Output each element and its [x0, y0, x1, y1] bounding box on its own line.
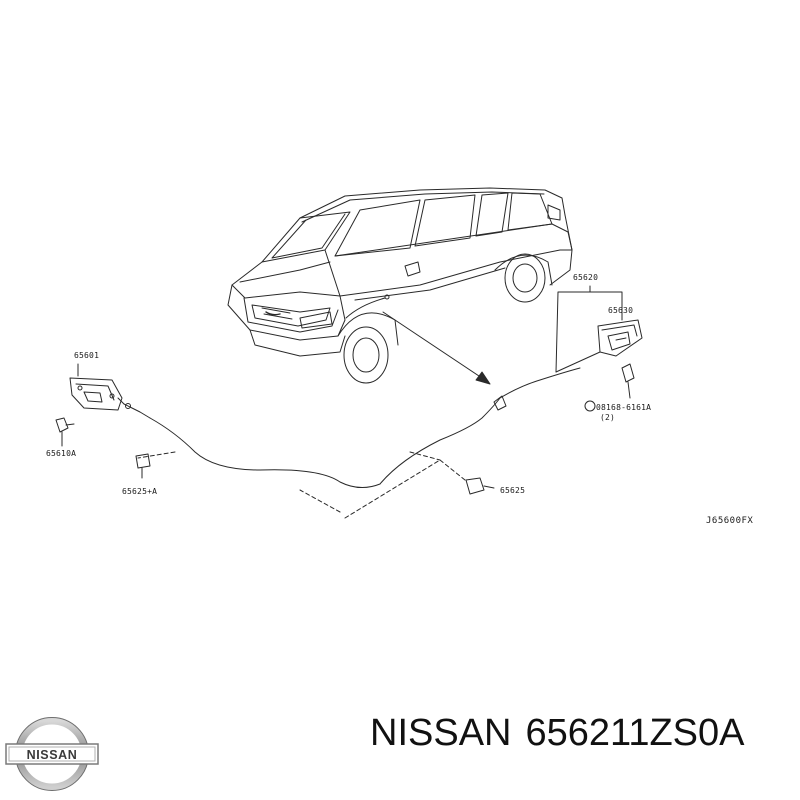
nissan-logo-text: NISSAN	[27, 748, 78, 762]
part-label-65625: 65625	[500, 486, 526, 495]
part-label-65620: 65620	[573, 273, 599, 282]
hood-release-diagram	[55, 187, 643, 519]
part-title: NISSAN 656211ZS0A	[370, 712, 795, 755]
hood-release-cable	[123, 367, 581, 519]
part-label-65601: 65601	[74, 351, 100, 360]
part-number: 656211ZS0A	[525, 712, 745, 754]
brand-name: NISSAN	[370, 712, 512, 754]
release-handle-assembly	[555, 285, 643, 412]
part-label-quantity: (2)	[600, 413, 616, 422]
part-label-65625a: 65625+A	[122, 487, 158, 496]
nissan-logo: NISSAN	[4, 716, 100, 792]
part-label-65630: 65630	[608, 306, 634, 315]
part-label-65610a: 65610A	[46, 449, 77, 458]
part-label-08168-6161a: 08168-6161A	[596, 403, 652, 412]
diagram-reference-code: J65600FX	[706, 516, 754, 526]
hood-lock-assembly	[55, 363, 125, 447]
location-arrow	[382, 311, 491, 385]
vehicle-illustration	[227, 187, 573, 384]
